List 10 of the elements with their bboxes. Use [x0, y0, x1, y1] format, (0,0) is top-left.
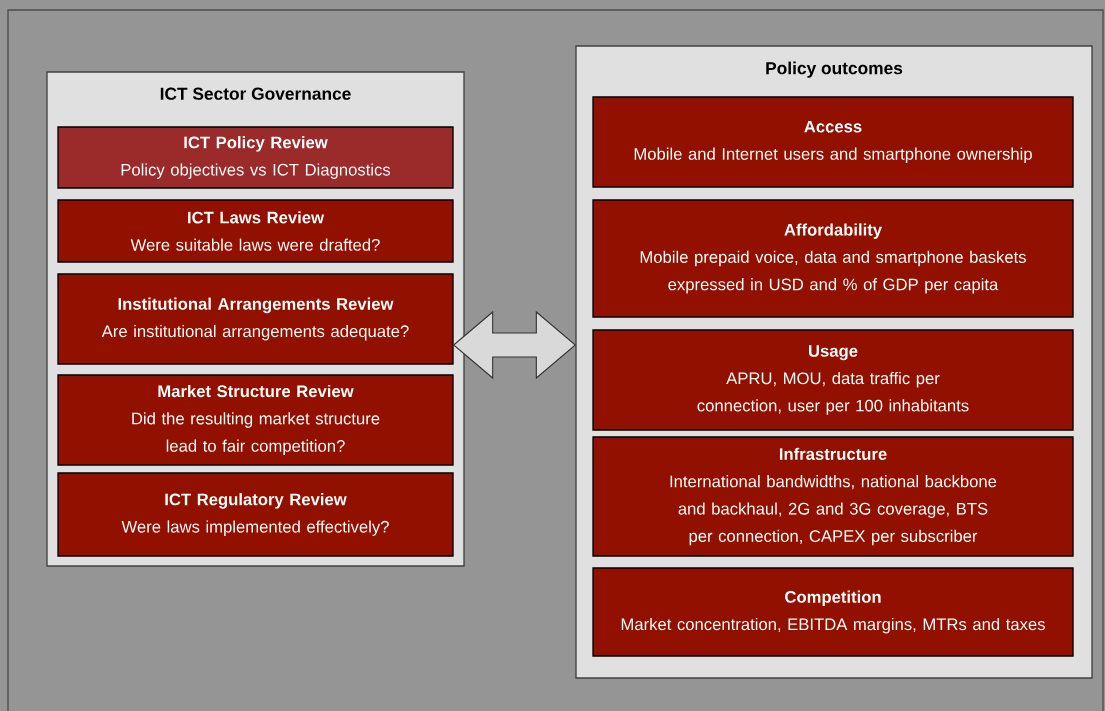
review-box: ICT Policy Review Policy objectives vs ICT Diagnostics [57, 126, 454, 189]
review-box: ICT Laws Review Were suitable laws were drafted? [57, 199, 454, 263]
review-box: Infrastructure International bandwidths, national backbone and backhaul, 2G and 3G coverage, BTS per connection, CAPEX per subscriber [592, 436, 1074, 557]
review-box: Access Mobile and Internet users and smartphone ownership [592, 96, 1074, 188]
review-box: Competition Market concentration, EBITDA margins, MTRs and taxes [592, 567, 1074, 657]
review-box: Institutional Arrangements Review Are institutional arrangements adequate? [57, 273, 454, 365]
review-box: Affordability Mobile prepaid voice, data and smartphone baskets expressed in USD and % of GDP per capita [592, 199, 1074, 318]
review-box: Usage APRU, MOU, data traffic per connection, user per 100 inhabitants [592, 329, 1074, 431]
review-box: ICT Regulatory Review Were laws implemented effectively? [57, 472, 454, 557]
review-box: Market Structure Review Did the resulting market structure lead to fair competition? [57, 374, 454, 466]
